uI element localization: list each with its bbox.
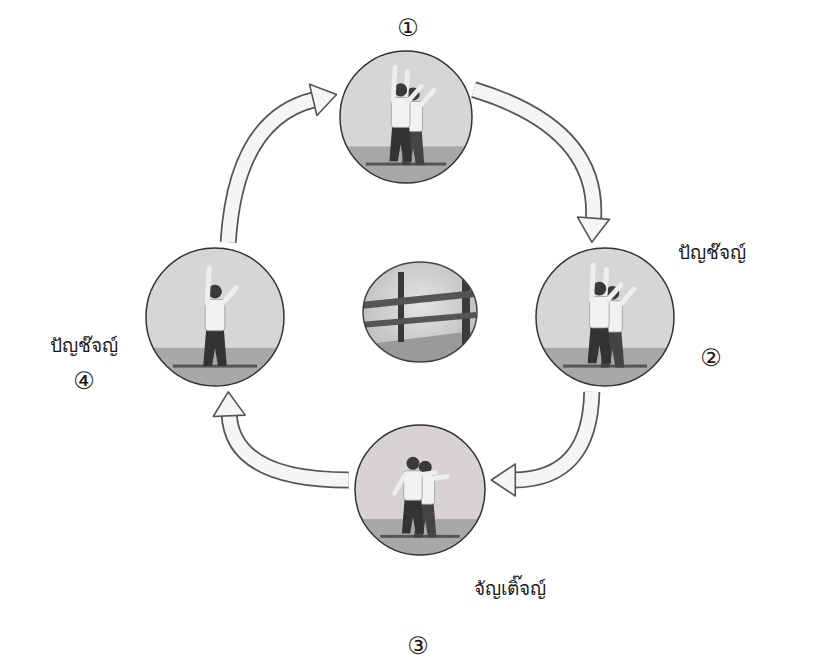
step-label: จัญเติ๊จญ์ <box>474 577 546 600</box>
step-number: ④ <box>73 367 95 396</box>
curved-arrow <box>491 392 592 496</box>
step-number: ③ <box>407 632 429 661</box>
step-label: ปัญช๊จญ์ <box>678 241 746 264</box>
photo-circle-node: ③จัญเติ๊จญ์ <box>354 424 486 556</box>
photo-circle <box>535 247 675 387</box>
photo-circle <box>339 50 473 184</box>
photo-circle-node: ① <box>339 50 473 184</box>
step-number: ② <box>700 344 722 373</box>
curved-arrow <box>213 392 348 480</box>
photo-circle <box>354 424 486 556</box>
step-number: ① <box>397 14 419 43</box>
curved-arrow <box>228 84 336 242</box>
curved-arrow <box>474 90 610 243</box>
photo-circle-node: ปัญช๊จญ์④ <box>145 247 285 387</box>
step-label: ปัญช๊จญ์ <box>50 334 118 357</box>
photo-circle-node: ปัญช๊จญ์② <box>535 247 675 387</box>
photo-circle <box>145 247 285 387</box>
